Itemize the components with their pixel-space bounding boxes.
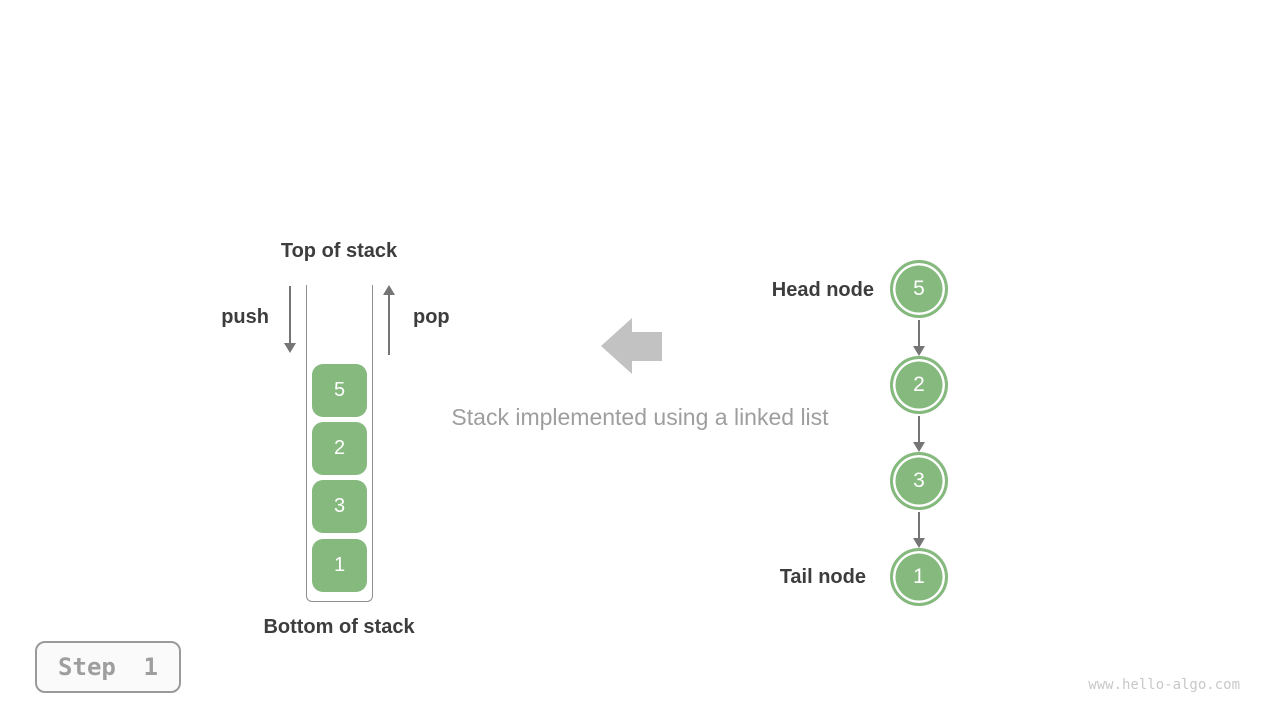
push-label: push	[221, 306, 269, 328]
pop-label: pop	[413, 306, 450, 328]
node-link-arrow-icon	[913, 320, 925, 356]
head-node-label: Head node	[771, 279, 874, 301]
stack-item: 1	[312, 539, 367, 592]
top-of-stack-label: Top of stack	[280, 240, 398, 262]
node-link-arrow-icon	[913, 416, 925, 452]
bottom-of-stack-label: Bottom of stack	[263, 616, 415, 638]
linked-list-node: 1	[890, 548, 948, 606]
tail-node-label: Tail node	[779, 566, 866, 588]
linked-list-node: 5	[890, 260, 948, 318]
node-link-arrow-icon	[913, 512, 925, 548]
left-block-arrow-icon	[601, 318, 662, 374]
stack-item: 5	[312, 364, 367, 417]
watermark-text: www.hello-algo.com	[1088, 677, 1240, 693]
annotation-text: Stack implemented using a linked list	[451, 404, 829, 430]
stack-container	[306, 285, 373, 602]
stack-item: 2	[312, 422, 367, 475]
stack-item: 3	[312, 480, 367, 533]
pop-arrow-up-icon	[383, 285, 395, 355]
linked-list-node: 2	[890, 356, 948, 414]
step-badge: Step 1	[35, 641, 181, 693]
push-arrow-down-icon	[284, 286, 296, 353]
linked-list-node: 3	[890, 452, 948, 510]
